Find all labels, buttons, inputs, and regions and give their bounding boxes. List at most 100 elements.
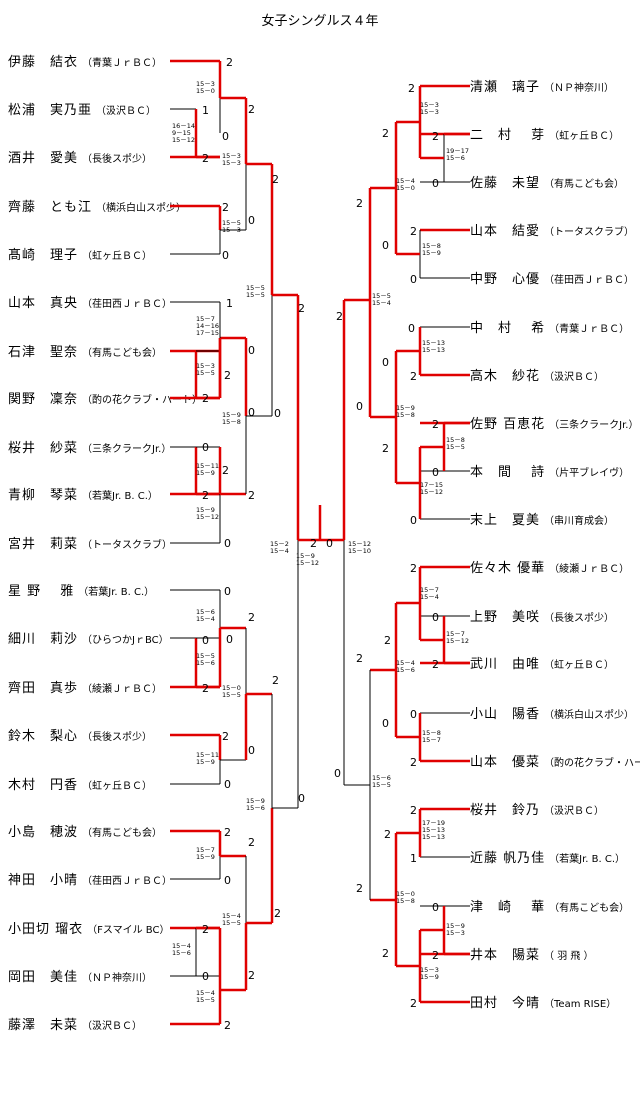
result-6: 0 [248, 214, 255, 227]
score-123: 19－17 [446, 147, 469, 155]
player-club: （Team RISE） [544, 999, 617, 1010]
player-name: 津 崎 華 [470, 900, 546, 915]
player-name: 中 村 希 [470, 321, 546, 336]
player-club: （酌の花クラブ・ハート） [544, 758, 640, 769]
player-club: （横浜白山スポ少） [544, 710, 635, 721]
result-73: 2 [382, 947, 389, 960]
result-21: 2 [310, 537, 317, 550]
player-name: 田村 今晴 [470, 996, 541, 1011]
player-name: 山本 真央 [8, 296, 79, 311]
result-10: 2 [224, 369, 231, 382]
score-129: 15－5 [372, 292, 391, 300]
player-right-9: 本 間 詩（片平ブレイヴ） [470, 463, 630, 480]
player-right-19: 井本 陽菜（ 羽 飛 ） [470, 946, 594, 963]
score-141: 15－7 [446, 630, 465, 638]
player-right-12: 上野 美咲（長後スポ少） [470, 608, 615, 625]
score-103: 15－6 [196, 608, 215, 616]
result-2: 0 [222, 130, 229, 143]
score-122: 15－3 [420, 108, 439, 116]
player-name: 末上 夏美 [470, 513, 541, 528]
score-110: 15－9 [196, 758, 215, 766]
result-39: 2 [248, 969, 255, 982]
player-left-2: 松浦 実乃亜（汲沢ＢＣ） [8, 101, 156, 118]
player-club: （長後スポ少） [544, 613, 615, 624]
result-51: 2 [410, 370, 417, 383]
player-club: （青葉ＪｒＢＣ） [82, 58, 163, 69]
result-3: 2 [202, 152, 209, 165]
result-31: 2 [272, 674, 279, 687]
player-name: 齊藤 とも江 [8, 200, 93, 215]
score-83: 15－3 [222, 226, 241, 234]
player-name: 松浦 実乃亜 [8, 103, 93, 118]
player-left-3: 酒井 愛美（長後スポ少） [8, 149, 152, 166]
score-145: 15－8 [422, 729, 441, 737]
result-56: 2 [382, 442, 389, 455]
result-0: 2 [226, 56, 233, 69]
player-right-16: 桜井 鈴乃（汲沢ＢＣ） [470, 801, 604, 818]
score-153: 15－8 [396, 897, 415, 905]
score-87: 14－16 [196, 322, 219, 330]
result-13: 0 [248, 406, 255, 419]
score-131: 15－13 [422, 339, 445, 347]
result-5: 2 [222, 201, 229, 214]
player-right-6: 中 村 希（青葉ＪｒＢＣ） [470, 319, 629, 336]
score-135: 15－8 [446, 436, 465, 444]
score-96: 15－12 [196, 513, 219, 521]
player-club: （若葉Jr. B. C.） [549, 854, 626, 865]
result-54: 0 [432, 466, 439, 479]
result-19: 2 [272, 173, 279, 186]
result-43: 0 [432, 177, 439, 190]
player-name: 関野 凜奈 [8, 392, 79, 407]
score-79: 15－12 [172, 136, 195, 144]
result-38: 2 [224, 1019, 231, 1032]
result-17: 0 [224, 537, 231, 550]
player-name: 神田 小晴 [8, 873, 79, 888]
player-left-15: 鈴木 梨心（長後スポ少） [8, 727, 152, 744]
score-88: 17－15 [196, 329, 219, 337]
score-125: 15－4 [396, 177, 415, 185]
score-97: 15－2 [270, 540, 289, 548]
score-130: 15－4 [372, 299, 391, 307]
result-72: 2 [410, 997, 417, 1010]
player-club: （三条クラークJr.） [549, 420, 639, 431]
score-148: 15－5 [372, 781, 391, 789]
player-right-11: 佐々木 優華（綾瀬ＪｒＢＣ） [470, 559, 629, 576]
player-name: 伊藤 結衣 [8, 55, 79, 70]
score-127: 15－8 [422, 242, 441, 250]
player-right-2: 二 村 芽（虹ヶ丘ＢＣ） [470, 126, 620, 143]
result-59: 0 [432, 611, 439, 624]
score-120: 15－5 [196, 996, 215, 1004]
player-right-1: 清瀬 璃子（ＮＰ神奈川） [470, 78, 614, 95]
player-name: 青柳 琴菜 [8, 488, 79, 503]
score-139: 15－7 [420, 586, 439, 594]
player-left-18: 神田 小晴（荏田西ＪｒＢＣ） [8, 871, 172, 888]
player-name: 上野 美咲 [470, 610, 541, 625]
player-club: （片平ブレイヴ） [549, 468, 630, 479]
player-left-10: 青柳 琴菜（若葉Jr. B. C.） [8, 486, 158, 503]
player-left-4: 齊藤 とも江（横浜白山スポ少） [8, 198, 186, 215]
player-name: 本 間 詩 [470, 465, 546, 480]
score-146: 15－7 [422, 736, 441, 744]
player-name: 佐々木 優華 [470, 561, 546, 576]
result-32: 0 [298, 792, 305, 805]
player-left-9: 桜井 紗菜（三条クラークJr.） [8, 439, 171, 456]
result-14: 2 [222, 464, 229, 477]
player-name: 二 村 芽 [470, 128, 546, 143]
score-147: 15－6 [372, 774, 391, 782]
score-150: 15－13 [422, 826, 445, 834]
result-49: 2 [336, 310, 343, 323]
score-137: 17－15 [420, 481, 443, 489]
score-117: 15－4 [172, 942, 191, 950]
result-74: 2 [356, 882, 363, 895]
score-118: 15－6 [172, 949, 191, 957]
score-94: 15－9 [196, 469, 215, 477]
player-left-16: 木村 円香（虹ヶ丘ＢＣ） [8, 776, 152, 793]
score-75: 15－3 [196, 80, 215, 88]
result-33: 2 [224, 826, 231, 839]
player-club: （虹ヶ丘ＢＣ） [549, 131, 620, 142]
score-106: 15－6 [196, 659, 215, 667]
player-left-1: 伊藤 結衣（青葉ＪｒＢＣ） [8, 53, 163, 70]
score-91: 15－9 [222, 411, 241, 419]
player-left-6: 山本 真央（荏田西ＪｒＢＣ） [8, 294, 172, 311]
result-58: 2 [410, 562, 417, 575]
